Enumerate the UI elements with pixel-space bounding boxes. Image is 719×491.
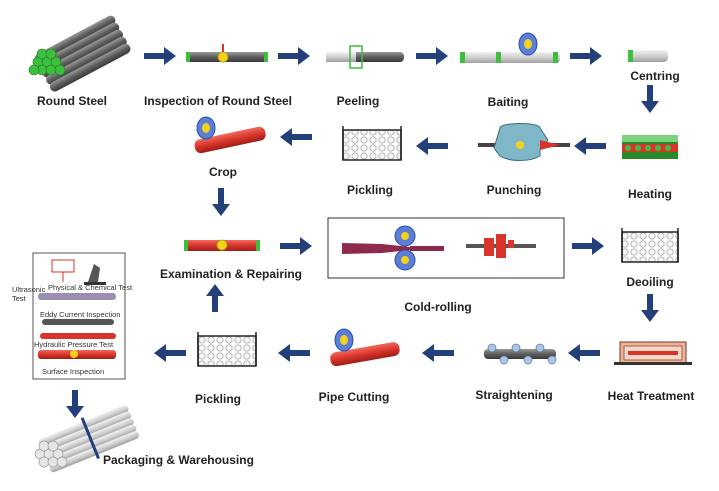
label-inspection-round-steel: Inspection of Round Steel xyxy=(143,94,293,108)
arrow-up-exam xyxy=(206,284,224,312)
label-heat-treatment: Heat Treatment xyxy=(607,389,695,403)
arrow-left-straight xyxy=(422,344,454,362)
crop-icon xyxy=(194,116,266,154)
arrow-down-centring xyxy=(641,85,659,113)
label-baiting: Baiting xyxy=(487,95,529,109)
label-eddy-current: Eddy Current Inspection xyxy=(40,310,121,319)
label-heating: Heating xyxy=(627,187,673,201)
label-examination-repairing: Examination & Repairing xyxy=(159,267,303,281)
straightening-icon xyxy=(484,343,557,365)
arrow-down-deoiling xyxy=(641,294,659,322)
arrow-left-pipecut xyxy=(278,344,310,362)
inspection-box xyxy=(32,252,126,380)
label-straightening: Straightening xyxy=(475,388,553,402)
label-hydraulic-test: Hydraulic Pressure Test xyxy=(34,340,114,349)
arrow-left-pickling xyxy=(280,128,312,146)
arrow-left-heating xyxy=(574,137,606,155)
label-surface-inspection: Surface Inspection xyxy=(42,367,105,376)
arrow-right-coldroll xyxy=(572,237,604,255)
peeling-icon xyxy=(326,45,404,69)
arrow-right-2 xyxy=(278,47,310,65)
label-ultrasonic-test: Ultrasonic Test xyxy=(12,285,46,303)
pickling-tank-bottom-icon xyxy=(197,332,257,367)
pickling-tank-top-icon xyxy=(342,126,402,161)
inspection-bar-icon xyxy=(186,44,268,63)
arrow-right-3 xyxy=(416,47,448,65)
label-punching: Punching xyxy=(486,183,542,197)
centring-icon xyxy=(628,50,668,62)
flow-arrows xyxy=(66,47,659,418)
baiting-icon xyxy=(460,32,560,63)
arrow-left-punching xyxy=(416,137,448,155)
cold-rolling-box xyxy=(327,217,565,279)
punching-icon xyxy=(478,123,570,161)
arrow-right-1 xyxy=(144,47,176,65)
arrow-right-4 xyxy=(570,47,602,65)
label-cold-rolling: Cold-rolling xyxy=(404,300,472,314)
label-pickling-top: Pickling xyxy=(346,183,394,197)
label-deoiling: Deoiling xyxy=(626,275,674,289)
exam-pipe-icon xyxy=(184,239,260,251)
packaging-icon xyxy=(34,405,139,473)
label-physical-chemical-test: Physical & Chemical Test xyxy=(48,283,133,292)
arrow-left-pickling2 xyxy=(154,344,186,362)
label-round-steel: Round Steel xyxy=(36,94,108,108)
label-crop: Crop xyxy=(209,165,237,179)
label-pickling-bottom: Pickling xyxy=(194,392,242,406)
heat-treatment-icon xyxy=(614,341,692,365)
arrow-right-exam xyxy=(280,237,312,255)
label-centring: Centring xyxy=(630,69,680,83)
round-steel-icon xyxy=(28,15,131,92)
pipe-cutting-icon xyxy=(330,328,400,367)
label-peeling: Peeling xyxy=(336,94,380,108)
label-pipe-cutting: Pipe Cutting xyxy=(318,390,390,404)
arrow-left-heattreat xyxy=(568,344,600,362)
arrow-down-crop xyxy=(212,188,230,216)
arrow-down-packaging xyxy=(66,390,84,418)
heating-icon xyxy=(622,135,678,159)
label-packaging: Packaging & Warehousing xyxy=(103,453,254,467)
deoiling-tank-icon xyxy=(621,228,679,263)
